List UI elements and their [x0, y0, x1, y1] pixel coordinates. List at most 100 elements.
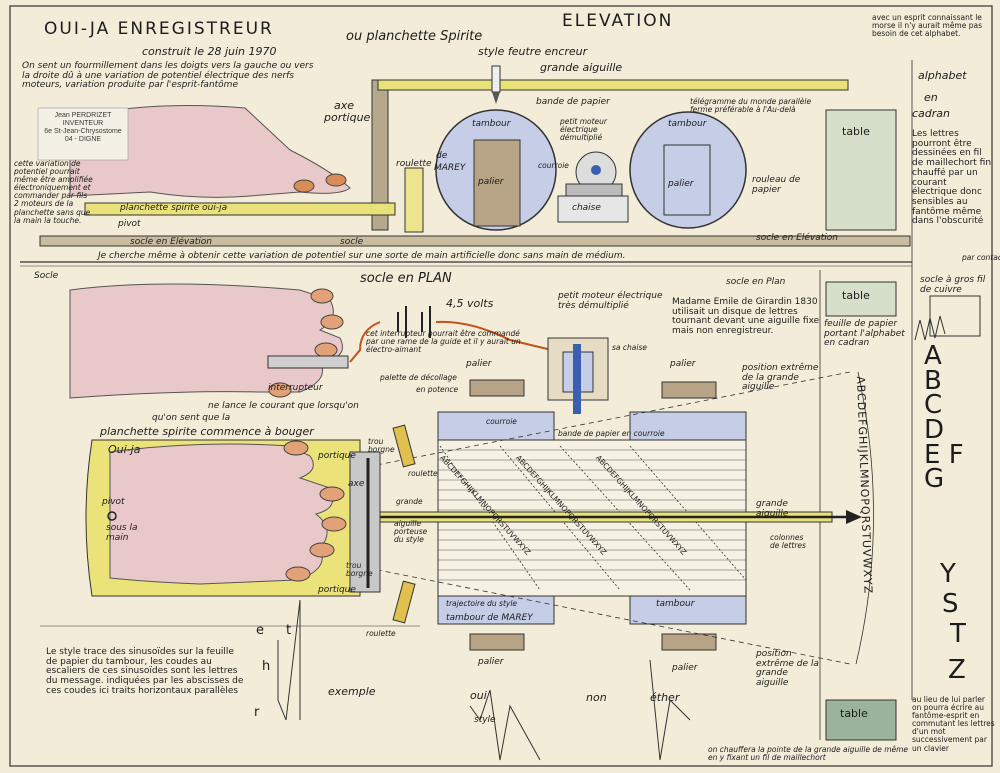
big-letter: C	[924, 390, 943, 421]
grande-aiguille-label: grande aiguille	[540, 61, 623, 74]
table-bottom-label: table	[840, 707, 868, 720]
aiguille-porteuse-label: aiguille porteuse du style	[394, 519, 428, 545]
left-note: cette variation de potentiel pourrait mê…	[14, 159, 93, 225]
hand-plan-upper	[69, 283, 343, 399]
tambour-left-de: de	[436, 151, 448, 161]
portique-plan-label: portique	[318, 451, 356, 461]
ether-label: éther	[650, 691, 680, 704]
position-bottom-label: position extrême de la grande aiguille	[756, 649, 819, 689]
planchette-bouger-label: planchette spirite commence à bouger	[100, 425, 314, 438]
letter-r: r	[254, 705, 260, 720]
oui-label: oui	[470, 689, 487, 702]
sinusoides-note: Le style trace des sinusoïdes sur la feu…	[46, 647, 244, 696]
big-letter: E	[924, 439, 941, 470]
courroie-plan-label: courroie	[486, 417, 517, 426]
tambour-marey-label: tambour de MAREY	[446, 613, 533, 623]
hand-elevation	[69, 105, 351, 198]
drawing-subtitle: ou planchette Spirite	[346, 29, 483, 44]
rouleau-label: rouleau de papier	[752, 175, 801, 195]
big-letter-y: Y	[940, 559, 956, 589]
big-letter: D	[924, 415, 945, 446]
big-letter-t: T	[950, 619, 966, 649]
battery-symbol	[397, 306, 431, 338]
big-letter: F	[948, 439, 964, 470]
big-letters-column: A B C D E F G	[924, 341, 964, 492]
interrupteur-bar	[267, 355, 349, 369]
palier-left-label: palier	[478, 177, 504, 187]
socle-en-plan-label: socle en Plan	[726, 277, 786, 287]
par-contact-label: par contact	[962, 253, 1000, 262]
quon-sent-label: qu'on sent que la	[152, 413, 231, 423]
roulette-plan-2-label: roulette	[366, 629, 396, 638]
letter-h: h	[262, 659, 271, 674]
palier-plan-3-label: palier	[478, 657, 504, 667]
courroie-label: courroie	[538, 161, 569, 170]
stamp-role: INVENTEUR	[62, 120, 104, 128]
interrupteur-note: cet interrupteur pourrait être commandé …	[366, 329, 521, 355]
socle-gros-fil-label: socle à gros fil de cuivre	[920, 275, 986, 295]
en-label: en	[924, 91, 938, 104]
sa-chaise-label: sa chaise	[612, 343, 647, 352]
petit-moteur-plan-label: petit moteur électrique très démultiplié	[558, 291, 663, 311]
axe-plan-label: axe	[348, 479, 365, 489]
inventor-stamp: Jean PERDRIZET INVENTEUR 6e St-Jean-Chry…	[40, 112, 126, 144]
socle-elevation	[39, 235, 911, 247]
sous-la-main-label: sous la main	[106, 523, 138, 543]
planchette-elevation-label: planchette spirite oui-ja	[120, 203, 228, 213]
socle-elevation-right: socle en Elévation	[756, 233, 838, 243]
big-letter-s: S	[942, 589, 959, 619]
socle-label: socle	[340, 237, 364, 247]
trou-borgne-top-label: trou borgne	[368, 437, 395, 455]
socle-elevation-left: socle en Elévation	[130, 237, 212, 247]
palier-right-label: palier	[668, 179, 694, 189]
tambour-right-drum	[629, 111, 747, 229]
big-letter: A	[924, 341, 942, 371]
grande-aiguille-right-label: grande aiguille	[756, 499, 789, 519]
tambour-left-label: tambour	[472, 119, 511, 129]
lance-label: ne lance le courant que lorsqu'on	[208, 401, 359, 411]
potence-label: en potence	[416, 385, 459, 394]
palier-plan-1-label: palier	[466, 359, 492, 369]
plan-heading: socle en PLAN	[360, 271, 452, 286]
roulette-plan-1-label: roulette	[408, 469, 438, 478]
table-elevation-label: table	[842, 125, 870, 138]
tambour-left-marey: MAREY	[434, 163, 466, 173]
trajectoire-label: trajectoire du style	[446, 599, 518, 608]
madame-note: Madame Emile de Girardin 1830 utilisait …	[672, 297, 820, 337]
palier-plan-4-label: palier	[672, 663, 698, 673]
au-lieu-note: au lieu de lui parler on pourra écrire a…	[912, 695, 995, 753]
table-plan-label: table	[842, 289, 870, 302]
style-bottom-label: style	[474, 715, 496, 725]
exemple-label: exemple	[328, 685, 376, 698]
planchette-elevation	[84, 202, 396, 216]
elevation-heading: ELEVATION	[562, 11, 674, 31]
drawing-title: OUI-JA ENREGISTREUR	[44, 19, 274, 39]
position-top-label: position extrême de la grande aiguille	[742, 363, 819, 393]
variation-note: Je cherche même à obtenir cette variatio…	[98, 251, 626, 261]
stamp-name: Jean PERDRIZET	[54, 112, 112, 119]
style-feutre-label: style feutre encreur	[478, 45, 588, 58]
letter-t: t	[286, 623, 292, 638]
lettres-note: Les lettres pourront être dessinées en f…	[912, 129, 992, 227]
chaise-label: chaise	[572, 203, 601, 213]
date-line: construit le 28 juin 1970	[142, 45, 277, 58]
portique-bottom-label: portique	[318, 585, 356, 595]
palette-label: palette de décollage	[380, 373, 457, 382]
big-letter: B	[924, 365, 942, 396]
interrupteur-label: interrupteur	[268, 383, 323, 393]
pivot-elevation-label: pivot	[118, 219, 141, 229]
wire-orange	[349, 321, 381, 363]
chauffera-note: on chauffera la pointe de la grande aigu…	[708, 745, 909, 763]
portique-label: portique	[324, 111, 371, 124]
volts-label: 4,5 volts	[446, 297, 494, 310]
bande-papier-label: bande de papier	[536, 97, 610, 107]
stamp-city: 04 - DIGNE	[64, 136, 102, 144]
grande-plan-label: grande	[396, 497, 423, 506]
morse-note: avec un esprit connaissant le morse il n…	[872, 13, 982, 39]
socle-plan-label: Socle	[34, 271, 59, 281]
big-letter-z: Z	[948, 655, 966, 685]
palier-plan-2-label: palier	[670, 359, 696, 369]
non-label: non	[586, 691, 607, 704]
tambour-plan-label: tambour	[656, 599, 695, 609]
